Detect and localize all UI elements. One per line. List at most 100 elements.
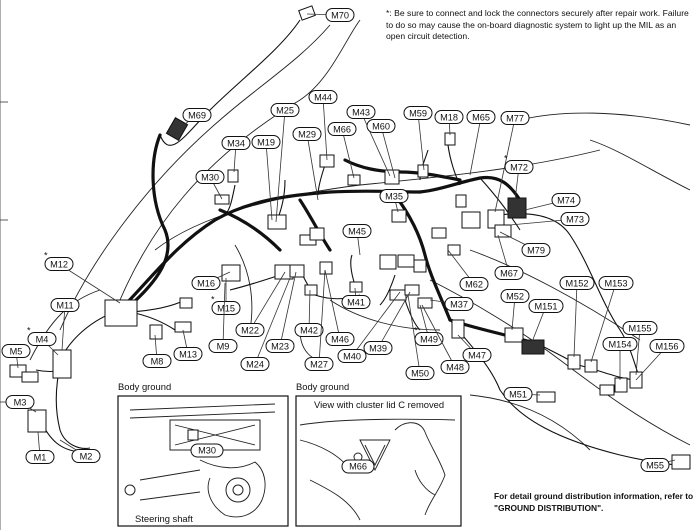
- tag-outline: [251, 135, 281, 149]
- connector-tag-m155: M155: [622, 321, 658, 376]
- leader-line: [380, 125, 396, 179]
- star-mark: *: [27, 326, 31, 336]
- connector-tag-m156: M156: [635, 339, 685, 381]
- leader-line: [275, 109, 286, 223]
- connector-tag-m39: M39: [363, 291, 411, 355]
- leader-line: [469, 116, 482, 176]
- tag-outline: [363, 341, 393, 355]
- connector-tag-m30: M30: [195, 170, 225, 200]
- tag-outline: [270, 103, 300, 117]
- tag-outline: [528, 299, 564, 313]
- connector-tag-m47: M47: [457, 334, 492, 362]
- inset-right: Body ground View with cluster lid C remo…: [295, 381, 462, 527]
- tag-label: M52: [506, 291, 524, 301]
- connector-tag-m16: M16: [191, 271, 231, 290]
- connector-tag-m15: M15*: [211, 278, 241, 315]
- connector-tag-m154: M154: [602, 337, 638, 380]
- tag-label: M1: [34, 452, 47, 462]
- inset-right-view: View with cluster lid C removed: [314, 399, 444, 410]
- leader-line: [58, 263, 121, 304]
- leader-line: [306, 133, 319, 201]
- connector-tag-m37: M37: [429, 297, 474, 311]
- body-outline: [29, 19, 691, 451]
- connector-tag-m70: M70: [306, 8, 355, 22]
- tag-outline: [294, 323, 324, 337]
- leader-line: [265, 141, 273, 221]
- connector-tag-m1: M1: [25, 431, 55, 464]
- tag-label: M66: [333, 124, 351, 134]
- leader-line: [421, 304, 456, 368]
- tag-outline: [304, 357, 334, 371]
- tag-outline: [142, 354, 172, 368]
- tag-label: M154: [609, 339, 632, 349]
- tag-label: M79: [527, 245, 545, 255]
- tag-label: M45: [348, 226, 366, 236]
- tag-label: M27: [310, 359, 328, 369]
- tag-outline: [27, 332, 57, 346]
- tag-label: M19: [257, 137, 275, 147]
- tag-label: M67: [500, 268, 518, 278]
- tag-outline: [602, 337, 638, 351]
- tag-outline: [462, 348, 492, 362]
- tag-outline: [459, 277, 489, 291]
- tag-outline: [50, 298, 80, 312]
- leader-line: [61, 304, 66, 351]
- connector-tag-m49: M49*: [414, 304, 444, 346]
- leader-line: [590, 282, 617, 363]
- tag-outline: [444, 297, 474, 311]
- note-bottom: For detail ground distribution informati…: [494, 491, 694, 513]
- connector-tag-m79: M79: [499, 231, 551, 257]
- leader-line: [351, 291, 401, 357]
- tag-label: M39: [369, 343, 387, 353]
- tag-label: M41: [347, 297, 365, 307]
- tag-label: M5: [10, 346, 23, 356]
- tag-label: M50: [411, 368, 429, 378]
- connector-tag-m11: M11: [50, 298, 80, 351]
- tag-outline: [221, 136, 251, 150]
- leader-line: [324, 269, 341, 340]
- tag-label: M156: [656, 341, 679, 351]
- connector-symbols: [9, 5, 691, 470]
- leader-line: [341, 128, 355, 179]
- connector-tag-m55: M55: [640, 458, 676, 472]
- tag-label: M18: [440, 112, 458, 122]
- connector-tag-m18: M18: [434, 110, 464, 136]
- tag-outline: [325, 8, 355, 22]
- note-top: *: Be sure to connect and lock the conne…: [386, 8, 689, 41]
- tag-label: M16: [197, 278, 215, 288]
- leader-line: [322, 96, 328, 161]
- tag-outline: [649, 339, 685, 353]
- connector-tag-m62: M62: [447, 249, 489, 291]
- tag-outline: [191, 276, 221, 290]
- tag-outline: [500, 111, 530, 125]
- tag-outline: [598, 276, 634, 290]
- star-mark: *: [44, 251, 48, 261]
- connector-tag-m13: M13: [173, 329, 203, 361]
- leader-line: [249, 271, 286, 331]
- connector-tag-m3: M3: [5, 395, 37, 413]
- tag-outline: [622, 321, 658, 335]
- tag-outline: [327, 122, 357, 136]
- star-mark: *: [211, 295, 215, 305]
- tag-label: M153: [605, 278, 628, 288]
- tag-outline: [337, 349, 367, 363]
- connector-tag-m46: M46: [324, 269, 355, 346]
- tag-label: M155: [629, 323, 652, 333]
- connector-tag-m73: M73: [509, 212, 590, 226]
- connector-tag-m25: M25: [270, 103, 300, 223]
- tag-label: M46: [331, 334, 349, 344]
- tag-outline: [1, 344, 31, 358]
- connector-tag-m23: M23: [265, 271, 297, 353]
- connector-tag-m19: M19: [251, 135, 281, 221]
- tag-outline: [440, 360, 470, 374]
- connector-tag-m35: M35: [379, 189, 409, 213]
- tag-label: M44: [314, 92, 332, 102]
- tag-outline: [195, 170, 225, 184]
- tag-label: M40: [343, 351, 361, 361]
- tag-label: M8: [151, 356, 164, 366]
- tag-label: M24: [246, 359, 264, 369]
- connector-tag-m65: M65: [466, 110, 496, 176]
- connector-tag-m9: M9: [208, 282, 238, 353]
